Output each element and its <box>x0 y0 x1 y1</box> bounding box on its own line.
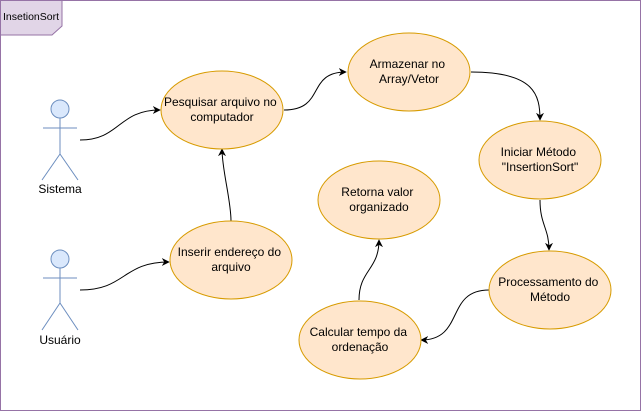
use-case-shape <box>317 160 441 240</box>
actor-body <box>41 268 79 331</box>
edge-sistema-to-pesquisar <box>79 106 161 141</box>
use-case-armazenar[interactable]: Armazenar no Array/Vetor <box>347 32 471 112</box>
edges <box>79 68 553 344</box>
frame-title-tab <box>0 0 63 36</box>
edge-inserir-to-pesquisar <box>218 148 232 222</box>
actor-label-sistema: Sistema <box>38 182 82 196</box>
use-case-label: Pesquisar arquivo no computador <box>164 95 280 124</box>
actor-head <box>50 99 70 119</box>
edge-usuario-to-inserir <box>79 258 170 291</box>
use-case-shape <box>169 220 293 300</box>
use-case-processamento[interactable]: Processamento do Método <box>488 250 612 330</box>
use-case-label: Processamento do Método <box>498 275 601 304</box>
actor-label-usuario: Usuário <box>39 333 81 347</box>
edge-calcular-to-retorna <box>358 239 383 301</box>
use-case-shape <box>488 250 612 330</box>
use-case-shape <box>478 120 602 200</box>
actor-head <box>50 249 70 269</box>
actor-sistema[interactable] <box>41 99 79 181</box>
use-case-label: Retorna valor organizado <box>341 185 416 214</box>
edge-armazenar-to-iniciar <box>470 71 544 121</box>
edge-processamento-to-calcular <box>420 289 490 344</box>
use-case-label: Calcular tempo da ordenação <box>310 325 411 354</box>
use-case-retorna[interactable]: Retorna valor organizado <box>317 160 441 240</box>
use-case-label: Armazenar no Array/Vetor <box>370 57 449 86</box>
use-case-label: Iniciar Método "InsertionSort" <box>501 145 580 174</box>
use-case-iniciar[interactable]: Iniciar Método "InsertionSort" <box>478 120 602 200</box>
edge-iniciar-to-processamento <box>539 199 553 251</box>
use-case-shape <box>298 300 422 380</box>
use-case-inserir[interactable]: Inserir endereço do arquivo <box>169 220 293 300</box>
actor-body <box>41 118 79 181</box>
actor-usuario[interactable] <box>41 249 79 331</box>
use-case-label: Inserir endereço do arquivo <box>178 245 285 274</box>
frame-title: InsetionSort <box>3 11 59 23</box>
use-case-shape <box>347 32 471 112</box>
use-case-calcular[interactable]: Calcular tempo da ordenação <box>298 300 422 380</box>
edge-pesquisar-to-armazenar <box>283 68 347 111</box>
use-case-pesquisar[interactable]: Pesquisar arquivo no computador <box>160 70 284 150</box>
use-case-shape <box>160 70 284 150</box>
